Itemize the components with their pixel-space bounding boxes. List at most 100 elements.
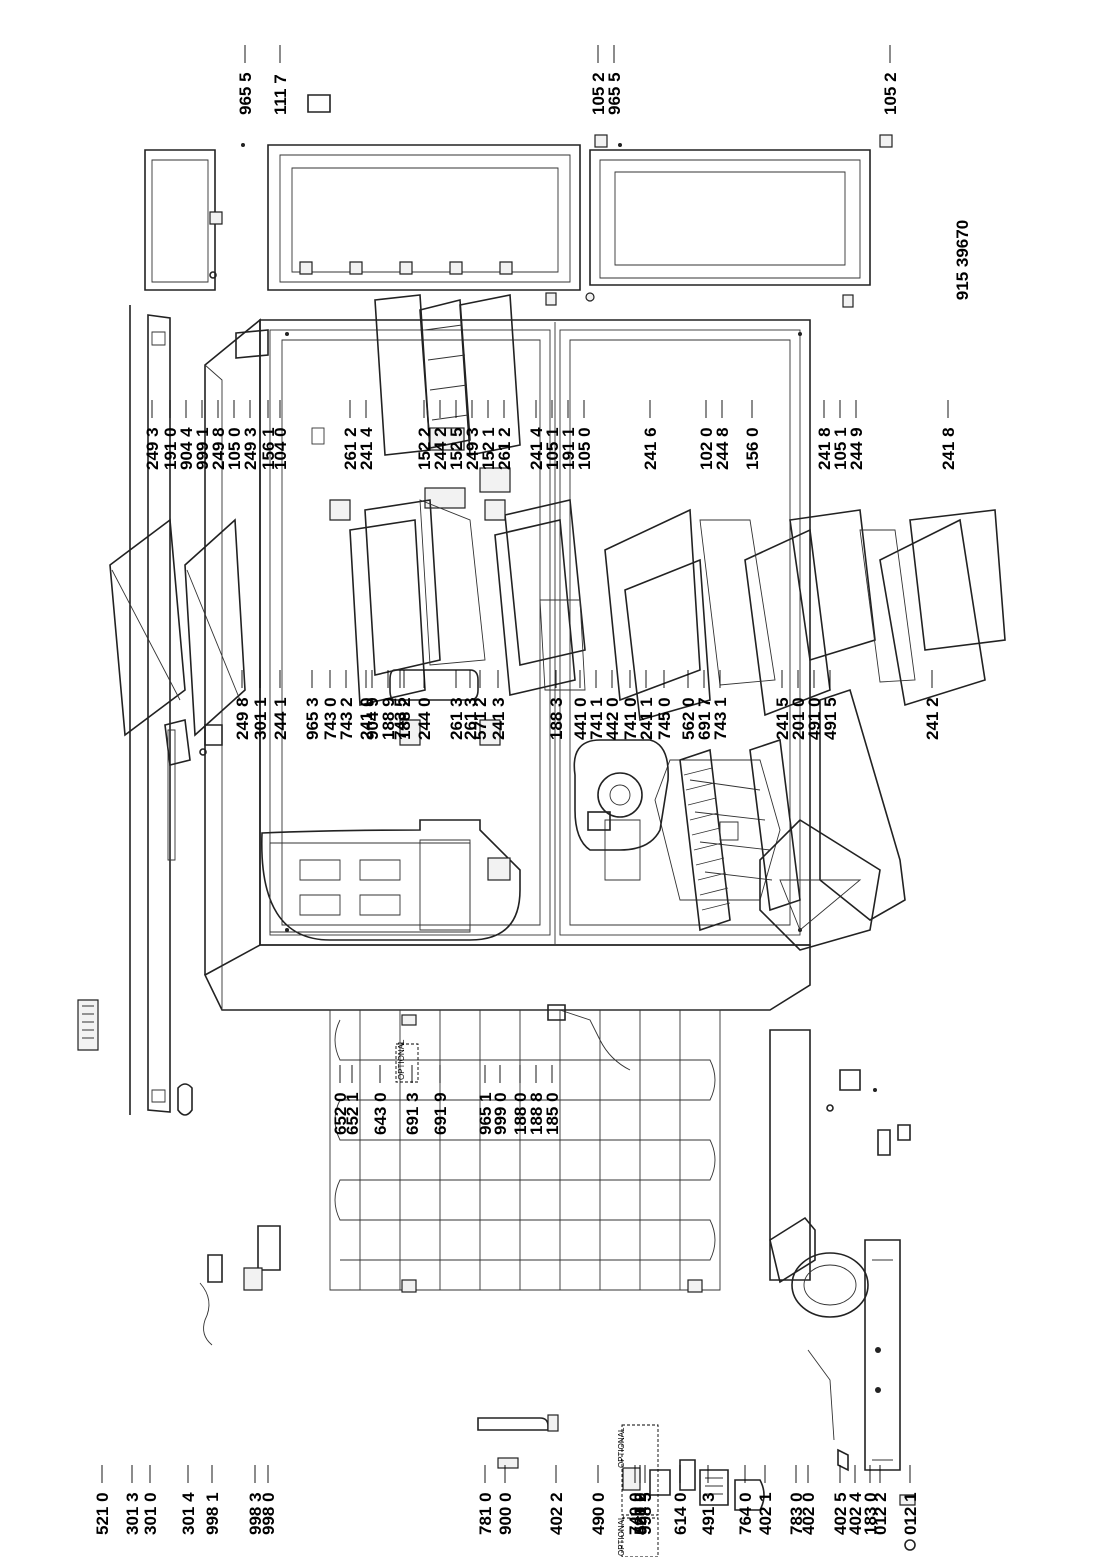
leader-lines bbox=[101, 45, 949, 1483]
callout-label: 261 3 bbox=[447, 697, 466, 740]
callout-label: 900 0 bbox=[496, 1492, 515, 1535]
part-drawings bbox=[77, 94, 1006, 1551]
callout-label: 261 3 bbox=[461, 697, 480, 740]
optional-tag-643: OPTIONAL bbox=[397, 1039, 406, 1080]
callout-label: 301 1 bbox=[251, 697, 270, 740]
callout-label: 249 3 bbox=[463, 427, 482, 470]
electronics-drawing bbox=[622, 1459, 765, 1511]
callout-label: 301 4 bbox=[179, 1492, 198, 1535]
callout-label: 743 0 bbox=[321, 697, 340, 740]
callout-label: 402 0 bbox=[799, 1492, 818, 1535]
callout-label: 998 5 bbox=[636, 1492, 655, 1535]
shelves-drawing bbox=[109, 518, 246, 737]
callout-label: 105 1 bbox=[543, 427, 562, 470]
callout-label: 402 1 bbox=[756, 1492, 775, 1535]
callout-label: 244 9 bbox=[847, 427, 866, 470]
callout-label: 743 5 bbox=[391, 697, 410, 740]
callout-label: 012 1 bbox=[901, 1492, 920, 1535]
callout-label: 643 0 bbox=[371, 1092, 390, 1135]
callout-label: 402 2 bbox=[547, 1492, 566, 1535]
pipe-drawing bbox=[477, 1414, 559, 1469]
callout-label: 904 9 bbox=[363, 697, 382, 740]
callout-label: 183 0 bbox=[861, 1492, 880, 1535]
callout-label: 105 1 bbox=[831, 427, 850, 470]
callout-label: 743 1 bbox=[711, 697, 730, 740]
callout-label: 301 3 bbox=[123, 1492, 142, 1535]
callout-label: 965 1 bbox=[476, 1092, 495, 1135]
callout-label: 244 0 bbox=[415, 697, 434, 740]
freezer-door-drawing bbox=[589, 149, 871, 286]
fridge-door-drawing bbox=[267, 144, 581, 291]
callout-label: 152 5 bbox=[447, 427, 466, 470]
callout-label: 741 1 bbox=[587, 697, 606, 740]
handle-parts-drawing bbox=[164, 719, 281, 1346]
evaporator-cover-drawing bbox=[261, 819, 521, 941]
callout-label: 999 1 bbox=[193, 427, 212, 470]
callout-label: 191 0 bbox=[161, 427, 180, 470]
callout-label: 491 0 bbox=[805, 697, 824, 740]
callout-label: 965 3 bbox=[303, 697, 322, 740]
callout-label: 562 0 bbox=[679, 697, 698, 740]
callout-label: 652 1 bbox=[343, 1092, 362, 1135]
callout-label: 999 0 bbox=[491, 1092, 510, 1135]
callout-label: 490 0 bbox=[589, 1492, 608, 1535]
callout-label: 402 4 bbox=[846, 1492, 865, 1535]
optional-outlines bbox=[395, 1043, 659, 1557]
callout-label: 241 5 bbox=[773, 697, 792, 740]
compressor-drawing bbox=[769, 1029, 916, 1551]
callout-label: 965 5 bbox=[605, 72, 624, 115]
callout-label: 261 2 bbox=[495, 427, 514, 470]
callout-label: 691 9 bbox=[431, 1092, 450, 1135]
callout-label: 188 0 bbox=[511, 1092, 530, 1135]
callout-label: 561 2 bbox=[631, 1492, 650, 1535]
callout-label: 152 2 bbox=[415, 427, 434, 470]
callout-label: 741 0 bbox=[621, 697, 640, 740]
deflector-drawing bbox=[389, 669, 479, 701]
callout-label: 241 0 bbox=[357, 697, 376, 740]
callout-label: 491 3 bbox=[699, 1492, 718, 1535]
callout-label: 764 0 bbox=[736, 1492, 755, 1535]
callout-label: 904 4 bbox=[177, 427, 196, 470]
callout-label: 188 8 bbox=[527, 1092, 546, 1135]
callout-label: 442 0 bbox=[603, 697, 622, 740]
callout-label: 249 3 bbox=[241, 427, 260, 470]
door-balconies-drawing bbox=[374, 294, 521, 456]
callout-label: 152 1 bbox=[479, 427, 498, 470]
callout-label: 783 0 bbox=[787, 1492, 806, 1535]
door-strip-drawing bbox=[144, 149, 269, 359]
callout-label: 244 1 bbox=[271, 697, 290, 740]
condenser-drawing bbox=[329, 1009, 721, 1293]
callout-label: 740 0 bbox=[626, 1492, 645, 1535]
callout-label: 105 0 bbox=[225, 427, 244, 470]
drawing-number: 915 39670 bbox=[953, 220, 972, 300]
callout-label: 402 5 bbox=[831, 1492, 850, 1535]
callout-label: 241 1 bbox=[637, 697, 656, 740]
callout-label: 241 8 bbox=[815, 427, 834, 470]
callout-label: 241 8 bbox=[939, 427, 958, 470]
callout-label: 249 8 bbox=[209, 427, 228, 470]
callout-label: 965 5 bbox=[236, 72, 255, 115]
callout-label: 111 7 bbox=[271, 74, 290, 115]
callout-label: 191 1 bbox=[559, 427, 578, 470]
callout-label: 743 2 bbox=[337, 697, 356, 740]
callout-label: 241 4 bbox=[357, 427, 376, 470]
callout-label: 185 0 bbox=[543, 1092, 562, 1135]
callout-label: 156 0 bbox=[743, 427, 762, 470]
callout-label: 781 0 bbox=[476, 1492, 495, 1535]
callout-label: 244 2 bbox=[431, 427, 450, 470]
callout-label: 441 0 bbox=[571, 697, 590, 740]
callout-label: 188 2 bbox=[395, 697, 414, 740]
fridge-drawers-drawing bbox=[329, 499, 586, 746]
callout-label: 241 3 bbox=[489, 697, 508, 740]
callout-label: 105 2 bbox=[881, 72, 900, 115]
freezer-drawers-drawing bbox=[604, 508, 1006, 722]
cabinet-drawing bbox=[203, 318, 811, 1011]
callout-label: 652 0 bbox=[331, 1092, 350, 1135]
callout-label: 249 8 bbox=[233, 697, 252, 740]
callout-label: 104 0 bbox=[271, 427, 290, 470]
control-panel-drawing bbox=[77, 999, 99, 1051]
callout-label: 156 1 bbox=[259, 427, 278, 470]
callout-label: 244 8 bbox=[713, 427, 732, 470]
